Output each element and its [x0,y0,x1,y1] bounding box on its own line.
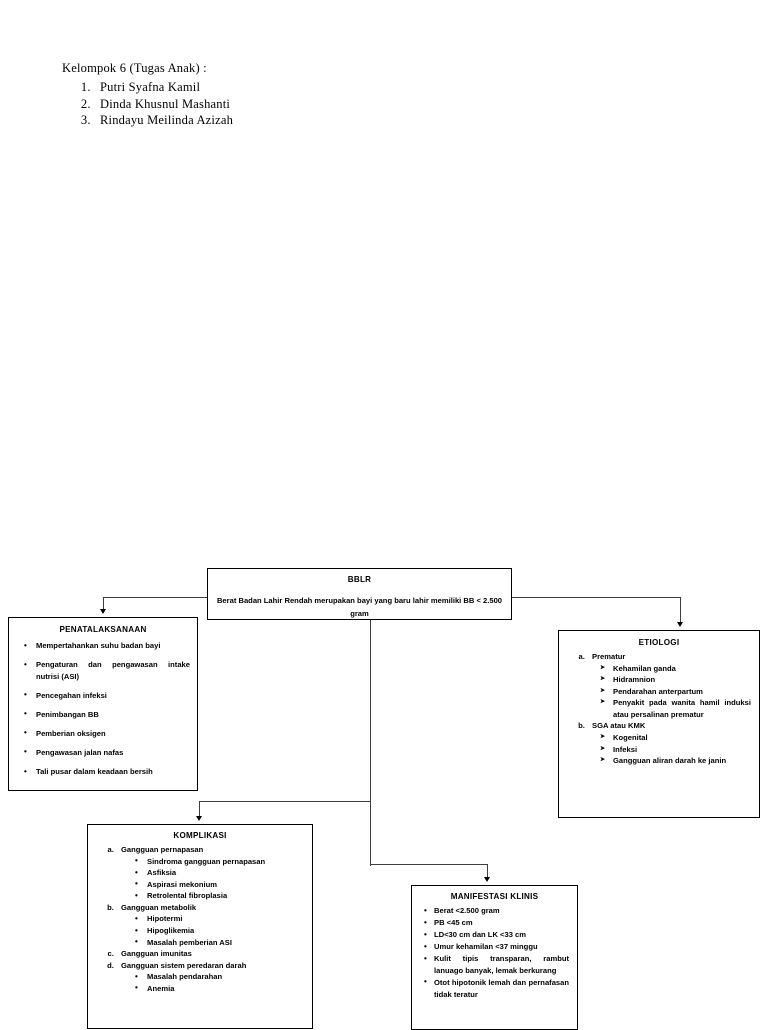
list-item: Penimbangan BB [24,708,190,721]
connector-bblr-to-etiologi-horizontal [511,597,681,599]
list-item: Asfiksia [135,867,304,879]
list-item: Dinda Khusnul Mashanti [94,97,482,111]
node-etiologi-title: ETIOLOGI [638,638,680,647]
list-item: Pencegahan infeksi [24,689,190,702]
node-etiologi: ETIOLOGI Prematur Kehamilan ganda Hidram… [558,630,760,818]
list-item: Anemia [135,982,304,995]
node-bblr-description: Berat Badan Lahir Rendah merupakan bayi … [216,596,503,618]
connector-spine-to-manifestasi-vertical [487,864,489,879]
list-item-label: Gangguan sistem peredaran darah [121,960,247,970]
list-item: Masalah pendarahan [135,971,304,983]
node-penatalaksanaan-title: PENATALAKSANAAN [59,625,147,634]
group-title: Kelompok 6 (Tugas Anak) : [62,61,207,75]
list-item-label: Gangguan metabolik [121,902,197,912]
arrowhead-komplikasi [196,816,202,821]
node-bblr: BBLR Berat Badan Lahir Rendah merupakan … [207,568,512,620]
list-item: Rindayu Meilinda Azizah [94,114,482,127]
list-item: Berat <2.500 gram [424,905,569,917]
node-manifestasi-klinis: MANIFESTASI KLINIS Berat <2.500 gram PB … [411,885,578,1030]
member-list: Putri Syafna Kamil Dinda Khusnul Mashant… [62,80,482,127]
connector-spine-to-manifestasi-horizontal [370,864,488,866]
list-item: Kulit tipis transparan, rambut lanuago b… [424,953,569,976]
list-item: Prematur Kehamilan ganda Hidramnion Pend… [587,651,751,720]
list-item: Kehamilan ganda [600,663,751,675]
node-bblr-title: BBLR [347,575,372,584]
list-item: Retrolental fibroplasia [135,890,304,902]
list-item: Pemberian oksigen [24,727,190,740]
list-item: Hipoglikemia [135,925,304,937]
list-item: Putri Syafna Kamil [94,80,482,94]
list-item: Infeksi [600,744,751,756]
list-item: Aspirasi mekonium [135,878,304,891]
list-item: Gangguan pernapasan Sindroma gangguan pe… [116,844,304,902]
node-manifestasi-title: MANIFESTASI KLINIS [450,892,539,901]
list-item: Gangguan aliran darah ke janin [600,755,751,767]
list-item: Gangguan imunitas [116,948,304,960]
connector-bblr-spine [370,620,372,866]
node-komplikasi-title: KOMPLIKASI [173,831,227,840]
komplikasi-sublist: Masalah pendarahan Anemia [121,971,304,994]
arrowhead-manifestasi [484,877,490,882]
etiologi-list: Prematur Kehamilan ganda Hidramnion Pend… [567,651,751,766]
connector-spine-to-komplikasi-vertical [199,801,201,817]
list-item: PB <45 cm [424,917,569,929]
list-item: Sindroma gangguan pernapasan [135,855,304,868]
connector-bblr-to-penatalaksanaan-horizontal [103,597,208,599]
arrowhead-penatalaksanaan [100,609,106,614]
list-item-label: Gangguan imunitas [121,949,192,959]
list-item: Pendarahan anterpartum [600,686,751,698]
list-item: Penyakit pada wanita hamil induksi atau … [600,697,751,720]
etiologi-sublist: Kehamilan ganda Hidramnion Pendarahan an… [592,663,751,721]
komplikasi-sublist: Sindroma gangguan pernapasan Asfiksia As… [121,855,304,902]
node-komplikasi: KOMPLIKASI Gangguan pernapasan Sindroma … [87,824,313,1029]
connector-spine-to-komplikasi-horizontal [199,801,371,803]
list-item: Otot hipotonik lemah dan pernafasan tida… [424,976,569,1000]
penatalaksanaan-list: Mempertahankan suhu badan bayi Pengatura… [16,640,190,777]
komplikasi-list: Gangguan pernapasan Sindroma gangguan pe… [96,844,304,994]
komplikasi-sublist: Hipotermi Hipoglikemia Masalah pemberian… [121,913,304,948]
document-header: Kelompok 6 (Tugas Anak) : Putri Syafna K… [62,61,482,131]
list-item: Umur kehamilan <37 minggu [424,941,569,953]
manifestasi-list: Berat <2.500 gram PB <45 cm LD<30 cm dan… [420,905,569,1000]
list-item-label: Prematur [592,652,626,662]
list-item-label: Gangguan pernapasan [121,845,204,855]
connector-bblr-to-penatalaksanaan-vertical [103,597,105,611]
node-penatalaksanaan: PENATALAKSANAAN Mempertahankan suhu bada… [8,617,198,791]
list-item: LD<30 cm dan LK <33 cm [424,929,569,941]
list-item: Masalah pemberian ASI [135,936,304,949]
list-item: Gangguan sistem peredaran darah Masalah … [116,960,304,995]
list-item: Kogenital [600,732,751,744]
list-item: Pengaturan dan pengawasan intake nutrisi… [24,659,190,682]
list-item: SGA atau KMK Kogenital Infeksi Gangguan … [587,720,751,766]
list-item: Tali pusar dalam keadaan bersih [24,766,190,778]
list-item: Hidramnion [600,674,751,686]
list-item: Gangguan metabolik Hipotermi Hipoglikemi… [116,902,304,948]
connector-bblr-to-etiologi-vertical [680,597,682,624]
list-item: Pengawasan jalan nafas [24,747,190,759]
list-item-label: SGA atau KMK [592,721,646,731]
list-item: Mempertahankan suhu badan bayi [24,640,190,652]
list-item: Hipotermi [135,913,304,925]
arrowhead-etiologi [677,622,683,627]
etiologi-sublist: Kogenital Infeksi Gangguan aliran darah … [592,732,751,767]
